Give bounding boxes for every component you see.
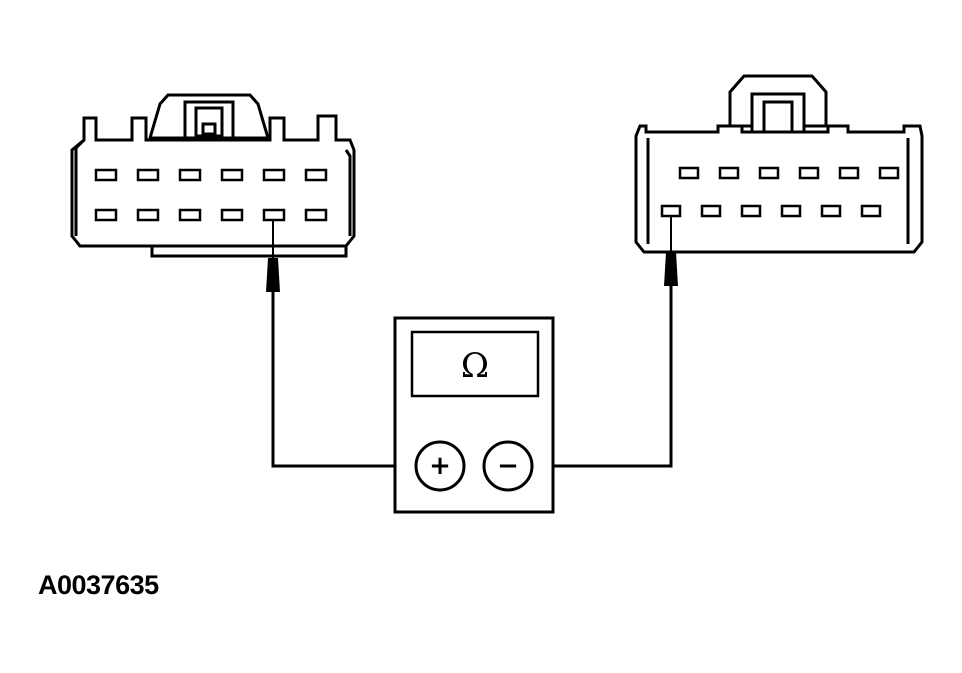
probe-icon — [266, 220, 280, 292]
negative-lead-wire — [532, 286, 673, 468]
probe-icon — [664, 216, 678, 286]
right-connector — [634, 74, 924, 254]
ohmmeter-icon — [393, 316, 555, 514]
positive-lead-wire — [271, 292, 416, 468]
meter-display-symbol: Ω — [460, 346, 490, 386]
positive-terminal-label: + — [429, 451, 451, 481]
left-connector-pins — [94, 168, 328, 222]
right-connector-pins — [660, 166, 900, 218]
negative-terminal-label: − — [497, 451, 519, 481]
figure-id-label: A0037635 — [38, 570, 159, 600]
